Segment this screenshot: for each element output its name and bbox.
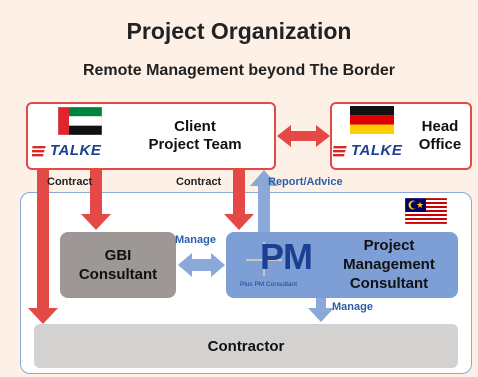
head-office-line1: Head: [421, 118, 459, 135]
contractor-label: Contractor: [207, 337, 285, 355]
uae-flag-icon: [58, 107, 102, 135]
contract-arrow-pmc: [224, 170, 254, 230]
contractor-box: Contractor: [34, 324, 458, 368]
contract-arrow-long: [28, 170, 58, 324]
malaysia-flag-icon: [405, 198, 447, 224]
talke-logo-client: TALKE: [32, 142, 101, 159]
talke-logo-head-office: TALKE: [333, 142, 402, 159]
gbi-line2: Consultant: [78, 266, 158, 283]
contract-label-mid: Contract: [176, 176, 222, 188]
pmc-line3: Consultant: [349, 275, 429, 292]
germany-flag-icon: [350, 106, 394, 134]
gbi-line1: GBI: [104, 247, 132, 264]
pmc-line2: Management: [343, 256, 435, 273]
manage-label-bottom: Manage: [332, 301, 373, 313]
talke-logo-text: TALKE: [50, 142, 102, 159]
report-advice-arrow: [250, 170, 278, 232]
contract-label-left: Contract: [47, 176, 93, 188]
head-office-label: Head Office: [410, 118, 470, 154]
talke-emblem-icon: [32, 145, 46, 156]
page-subtitle: Remote Management beyond The Border: [82, 62, 396, 79]
page-title: Project Organization: [126, 18, 352, 44]
gbi-consultant-box: GBI Consultant: [60, 232, 176, 298]
pm-logo-caption: Plus PM Consultant: [240, 281, 298, 288]
pmc-label: Project Management Consultant: [322, 236, 456, 293]
client-line2: Project Team: [148, 136, 242, 153]
manage-label-mid: Manage: [175, 234, 216, 246]
talke-emblem-icon: [333, 145, 347, 156]
manage-contractor-arrow: [308, 298, 334, 322]
pluspm-logo-icon: [246, 242, 282, 276]
client-label: Client Project Team: [120, 118, 270, 154]
contract-arrow-gbi: [81, 170, 111, 230]
client-headoffice-arrow: [277, 125, 330, 147]
head-office-line2: Office: [418, 136, 462, 153]
client-line1: Client: [174, 118, 216, 135]
pmc-line1: Project: [363, 237, 415, 254]
manage-gbi-arrow: [178, 253, 225, 277]
talke-logo-text: TALKE: [351, 142, 403, 159]
pm-logo-text: PM: [260, 236, 313, 277]
report-advice-label: Report/Advice: [268, 176, 343, 188]
